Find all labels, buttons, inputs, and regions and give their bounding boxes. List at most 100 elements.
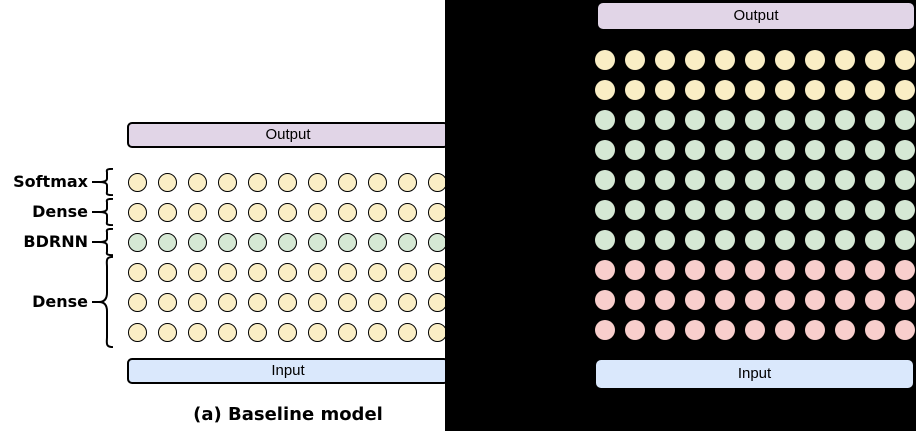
neuron-circle (895, 320, 915, 340)
neuron-circle (835, 170, 855, 190)
neuron-circle (337, 232, 357, 252)
neuron-circle (895, 170, 915, 190)
neuron-circle (157, 202, 177, 222)
neuron-circle (835, 50, 855, 70)
neuron-circle (745, 290, 765, 310)
neuron-circle (397, 202, 417, 222)
neuron-circle (685, 50, 705, 70)
neuron-circle (715, 110, 735, 130)
neuron-circle (427, 232, 447, 252)
neuron-circle (865, 50, 885, 70)
neuron-circle (685, 170, 705, 190)
neuron-circle (835, 140, 855, 160)
input-box-label: Input (737, 365, 772, 382)
neuron-circle (805, 110, 825, 130)
neuron-circle (247, 322, 267, 342)
neuron-circle (805, 290, 825, 310)
neuron-circle (127, 262, 147, 282)
input-box: Input (127, 358, 449, 384)
neuron-circle (775, 200, 795, 220)
neuron-circle (805, 200, 825, 220)
neuron-circle (805, 80, 825, 100)
neuron-circle (397, 262, 417, 282)
neuron-circle (745, 320, 765, 340)
output-box: Output (598, 3, 914, 29)
neuron-circle (157, 172, 177, 192)
brace-icon (92, 256, 114, 348)
neuron-circle (745, 230, 765, 250)
neuron-circle (685, 200, 705, 220)
neuron-circle (655, 80, 675, 100)
neuron-circle (595, 50, 615, 70)
neuron-circle (745, 170, 765, 190)
neuron-circle (307, 262, 327, 282)
neuron-circle (625, 50, 645, 70)
neuron-circle (685, 140, 705, 160)
neuron-circle (307, 172, 327, 192)
layer-label-bdrnn: BDRNN (23, 232, 88, 251)
neuron-circle (895, 140, 915, 160)
neuron-circle (715, 320, 735, 340)
neuron-circle (397, 232, 417, 252)
neuron-circle (685, 320, 705, 340)
neuron-circle (865, 290, 885, 310)
neuron-circle (127, 292, 147, 312)
neuron-circle (595, 200, 615, 220)
neuron-circle (187, 292, 207, 312)
neuron-circle (337, 172, 357, 192)
neuron-circle (625, 170, 645, 190)
neuron-circle (865, 200, 885, 220)
neuron-circle (307, 232, 327, 252)
neuron-circle (247, 292, 267, 312)
brace-icon (92, 228, 114, 256)
neuron-circle (427, 202, 447, 222)
neuron-circle (127, 172, 147, 192)
neuron-circle (715, 50, 735, 70)
neuron-circle (277, 202, 297, 222)
neuron-circle (895, 260, 915, 280)
layer-label-softmax: Softmax (13, 172, 88, 191)
second-model-panel: Output Input (445, 0, 916, 431)
neuron-circle (775, 320, 795, 340)
output-box-label: Output (733, 7, 779, 24)
input-box: Input (596, 360, 913, 388)
neuron-circle (895, 50, 915, 70)
neuron-circle (865, 80, 885, 100)
neuron-circle (277, 322, 297, 342)
neuron-circle (895, 200, 915, 220)
neuron-circle (397, 322, 417, 342)
neuron-circle (805, 170, 825, 190)
neuron-circle (367, 172, 387, 192)
layer-label-dense-top: Dense (32, 202, 88, 221)
neuron-circle (187, 232, 207, 252)
neuron-circle (625, 110, 645, 130)
neuron-circle (217, 202, 237, 222)
neuron-circle (367, 292, 387, 312)
neuron-circle (775, 140, 795, 160)
neuron-circle (397, 172, 417, 192)
neuron-circle (805, 260, 825, 280)
neuron-circle (187, 262, 207, 282)
neuron-circle (187, 172, 207, 192)
neuron-circle (595, 290, 615, 310)
neuron-circle (865, 140, 885, 160)
figure-caption: (a) Baseline model (193, 404, 383, 425)
neuron-circle (745, 140, 765, 160)
neuron-circle (277, 262, 297, 282)
neuron-circle (775, 230, 795, 250)
neuron-circle (247, 232, 267, 252)
neuron-circle (277, 172, 297, 192)
input-box-label: Input (271, 362, 305, 379)
neuron-circle (157, 322, 177, 342)
neuron-circle (625, 290, 645, 310)
neuron-circle (307, 202, 327, 222)
neuron-circle (625, 320, 645, 340)
neuron-circle (805, 140, 825, 160)
neuron-circle (775, 80, 795, 100)
neuron-circle (157, 232, 177, 252)
neuron-circle (427, 262, 447, 282)
neuron-circle (277, 232, 297, 252)
neuron-circle (187, 322, 207, 342)
